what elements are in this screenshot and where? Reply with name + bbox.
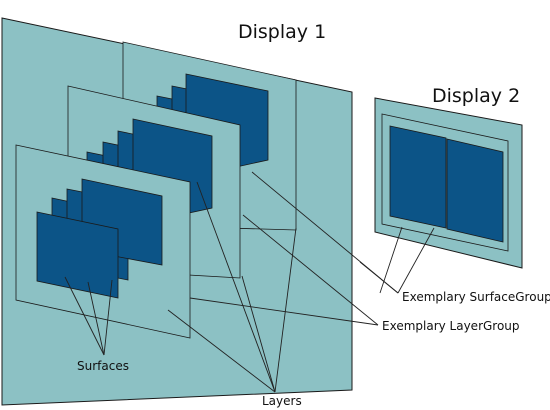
surface	[36, 211, 119, 299]
display-2-label: Display 2	[432, 85, 520, 107]
surface	[446, 138, 504, 243]
layer-group-label: Exemplary LayerGroup	[382, 319, 520, 333]
layers-label: Layers	[262, 394, 302, 408]
surface	[389, 125, 447, 229]
leader-lines-layer-group	[189, 214, 379, 326]
leader-lines-surface-group	[251, 171, 435, 294]
display-2	[374, 97, 523, 269]
layer-group-front	[15, 144, 191, 339]
surface-group-label: Exemplary SurfaceGroup	[402, 290, 550, 304]
surfaces-label: Surfaces	[77, 359, 129, 373]
leader-lines-layers	[167, 181, 297, 393]
display-1-label: Display 1	[238, 21, 326, 43]
leader-lines-surfaces	[64, 276, 113, 356]
